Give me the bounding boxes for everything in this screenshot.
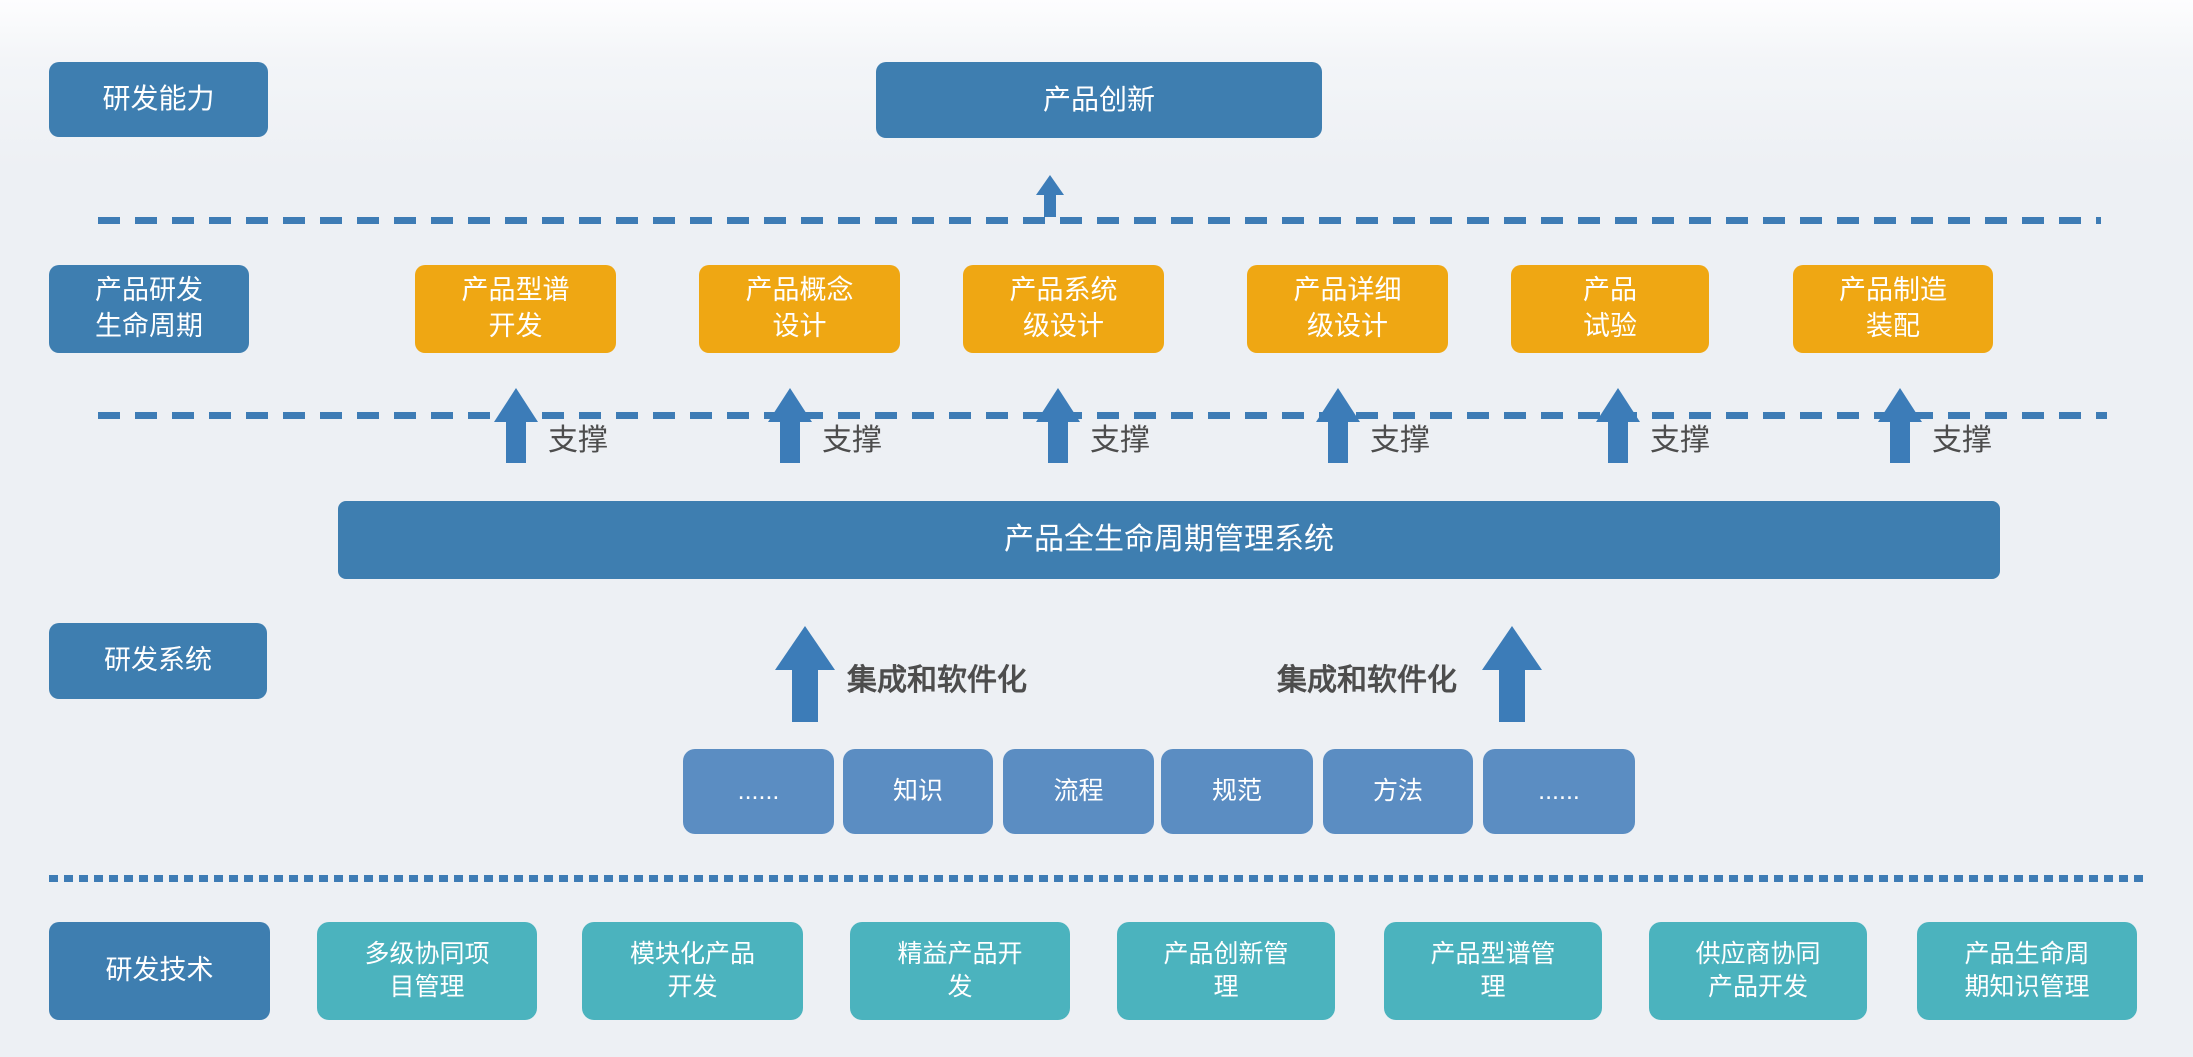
support-label: 支撑 xyxy=(1932,424,1992,457)
arrow-head xyxy=(1036,172,1064,195)
divider-dashed-middle xyxy=(98,412,2107,419)
arrow-head xyxy=(1316,385,1360,422)
integration-label: 集成和软件化 xyxy=(1277,664,1457,697)
divider-dotted-bottom xyxy=(49,875,2148,882)
product-innovation-box: 产品创新 xyxy=(876,62,1322,138)
arrow-head xyxy=(775,623,835,670)
arrow-shaft xyxy=(780,422,800,463)
element-box: ...... xyxy=(683,749,834,834)
technology-box: 产品创新管 理 xyxy=(1117,922,1335,1020)
support-arrow-icon xyxy=(768,385,812,463)
arrow-head xyxy=(1878,385,1922,422)
element-box: 流程 xyxy=(1003,749,1154,834)
arrow-shaft xyxy=(1499,670,1525,722)
arrow-shaft xyxy=(506,422,526,463)
arrow-shaft xyxy=(1890,422,1910,463)
stage-box: 产品制造 装配 xyxy=(1793,265,1993,353)
up-arrow-icon xyxy=(1036,172,1064,217)
technology-box: 精益产品开 发 xyxy=(850,922,1070,1020)
arrow-head xyxy=(1482,623,1542,670)
support-label: 支撑 xyxy=(822,424,882,457)
stage-box: 产品详细 级设计 xyxy=(1247,265,1448,353)
arrow-shaft xyxy=(1328,422,1348,463)
system-row-label: 研发系统 xyxy=(49,623,267,699)
stage-box: 产品型谱 开发 xyxy=(415,265,616,353)
element-box: 知识 xyxy=(843,749,993,834)
element-box: ...... xyxy=(1483,749,1635,834)
arrow-shaft xyxy=(1044,195,1056,217)
support-arrow-icon xyxy=(1036,385,1080,463)
technology-box: 产品型谱管 理 xyxy=(1384,922,1602,1020)
element-box: 规范 xyxy=(1161,749,1313,834)
arrow-head xyxy=(1036,385,1080,422)
support-arrow-icon xyxy=(494,385,538,463)
support-label: 支撑 xyxy=(1370,424,1430,457)
plm-system-bar: 产品全生命周期管理系统 xyxy=(338,501,2000,579)
stage-box: 产品系统 级设计 xyxy=(963,265,1164,353)
arrow-shaft xyxy=(1048,422,1068,463)
technology-row-label: 研发技术 xyxy=(49,922,270,1020)
support-label: 支撑 xyxy=(1650,424,1710,457)
integration-label: 集成和软件化 xyxy=(847,664,1027,697)
element-box: 方法 xyxy=(1323,749,1473,834)
arrow-head xyxy=(768,385,812,422)
arrow-shaft xyxy=(792,670,818,722)
integration-arrow-icon xyxy=(775,623,835,722)
technology-box: 产品生命周 期知识管理 xyxy=(1917,922,2137,1020)
support-label: 支撑 xyxy=(1090,424,1150,457)
divider-dashed-top xyxy=(98,217,2101,224)
support-label: 支撑 xyxy=(548,424,608,457)
integration-arrow-icon xyxy=(1482,623,1542,722)
arrow-head xyxy=(1596,385,1640,422)
technology-box: 供应商协同 产品开发 xyxy=(1649,922,1867,1020)
stage-box: 产品 试验 xyxy=(1511,265,1709,353)
technology-box: 模块化产品 开发 xyxy=(582,922,803,1020)
support-arrow-icon xyxy=(1596,385,1640,463)
support-arrow-icon xyxy=(1878,385,1922,463)
support-arrow-icon xyxy=(1316,385,1360,463)
capability-row-label: 研发能力 xyxy=(49,62,268,137)
arrow-head xyxy=(494,385,538,422)
technology-box: 多级协同项 目管理 xyxy=(317,922,537,1020)
stage-box: 产品概念 设计 xyxy=(699,265,900,353)
arrow-shaft xyxy=(1608,422,1628,463)
lifecycle-row-label: 产品研发 生命周期 xyxy=(49,265,249,353)
